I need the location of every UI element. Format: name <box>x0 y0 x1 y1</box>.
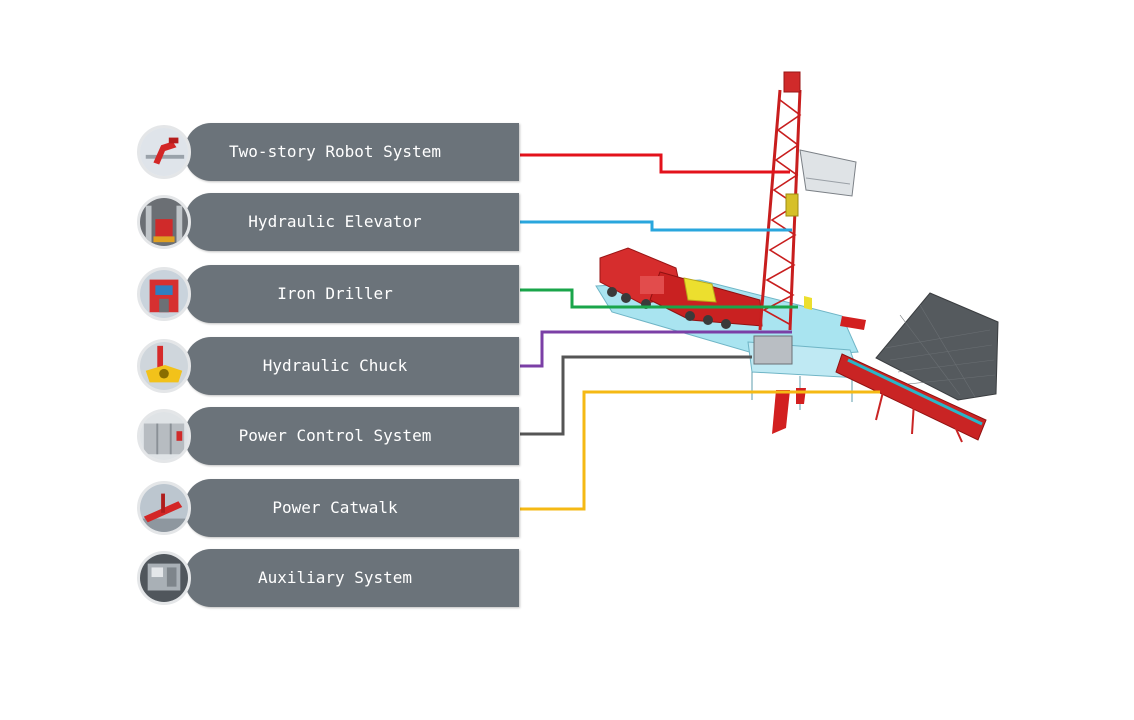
component-robot[interactable]: Two-story Robot System <box>137 123 521 181</box>
component-label: Auxiliary System <box>257 568 413 587</box>
leader-line-iron-driller <box>520 288 798 309</box>
leader-lines <box>520 153 880 511</box>
auxiliary-photo-icon <box>137 551 191 605</box>
component-chuck[interactable]: Hydraulic Chuck <box>137 337 521 395</box>
elevator-photo-icon <box>137 195 191 249</box>
component-elevator[interactable]: Hydraulic Elevator <box>137 193 521 251</box>
component-label: Power Control System <box>238 426 432 445</box>
leader-line-robot <box>520 153 790 174</box>
component-catwalk[interactable]: Power Catwalk <box>137 479 521 537</box>
component-label: Hydraulic Chuck <box>262 356 408 375</box>
power-control-photo-icon <box>137 409 191 463</box>
component-label: Hydraulic Elevator <box>248 212 422 231</box>
label-bar <box>185 265 519 323</box>
label-bar <box>185 549 519 607</box>
label-bar <box>185 193 519 251</box>
label-bar <box>185 479 519 537</box>
leader-line-catwalk <box>520 390 880 511</box>
component-auxiliary[interactable]: Auxiliary System <box>137 549 521 607</box>
catwalk-photo-icon <box>137 481 191 535</box>
label-bar <box>185 123 519 181</box>
component-label: Power Catwalk <box>272 498 398 517</box>
component-iron-driller[interactable]: Iron Driller <box>137 265 521 323</box>
iron-driller-photo-icon <box>137 267 191 321</box>
rig-catwalk <box>835 353 987 443</box>
rig-illustration <box>595 71 999 443</box>
chuck-photo-icon <box>137 339 191 393</box>
rig-roof-panel <box>875 292 999 401</box>
leader-line-chuck <box>520 330 792 368</box>
leader-line-elevator <box>520 220 792 232</box>
label-bar <box>185 407 519 465</box>
label-bar <box>185 337 519 395</box>
component-label: Iron Driller <box>277 284 393 303</box>
robot-photo-icon <box>137 125 191 179</box>
rig-truck <box>599 247 763 329</box>
component-power-control[interactable]: Power Control System <box>137 407 521 465</box>
rig-robot-platform <box>799 149 857 197</box>
leader-line-power-control <box>520 355 752 436</box>
component-label: Two-story Robot System <box>229 142 441 161</box>
